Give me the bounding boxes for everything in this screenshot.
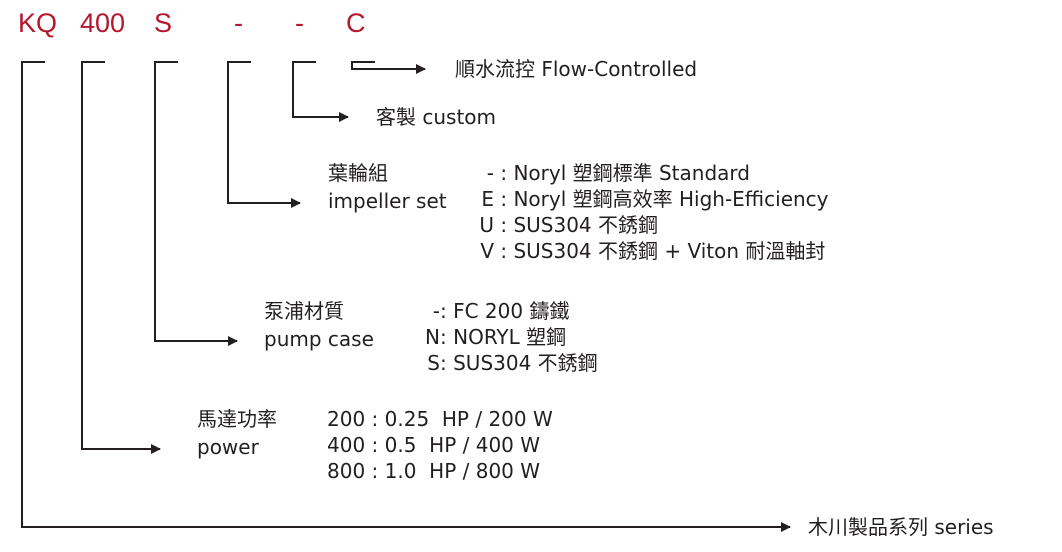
code-power: 400	[80, 8, 126, 38]
pump-case-label-zh: 泵浦材質	[264, 299, 344, 323]
impeller-options: - : Noryl 塑鋼標準 Standard E : Noryl 塑鋼高效率 …	[470, 160, 829, 264]
impeller-option: - : Noryl 塑鋼標準 Standard	[486, 161, 750, 185]
power-label-en: power	[197, 435, 259, 459]
connector-power	[81, 61, 161, 454]
power-options: 200 : 0.25 HP / 200 W 400 : 0.5 HP / 400…	[327, 406, 553, 484]
power-option: 800 : 1.0 HP / 800 W	[327, 459, 541, 483]
impeller-option: U : SUS304 不銹鋼	[479, 213, 659, 237]
connector-series	[21, 61, 791, 532]
impeller-option: E : Noryl 塑鋼高效率 High-Efficiency	[481, 187, 829, 211]
impeller-label-en: impeller set	[328, 189, 447, 213]
pump-case-option: -: FC 200 鑄鐵	[432, 299, 570, 323]
power-option: 200 : 0.25 HP / 200 W	[327, 407, 553, 431]
connector-pump-case	[154, 61, 238, 346]
power-option: 400 : 0.5 HP / 400 W	[327, 433, 541, 457]
code-flow-controlled: C	[346, 8, 366, 38]
pump-case-option: S: SUS304 不銹鋼	[427, 351, 598, 375]
pump-case-option: N: NORYL 塑鋼	[425, 325, 567, 349]
code-series: KQ	[18, 8, 58, 38]
impeller-option: V : SUS304 不銹鋼 + Viton 耐溫軸封	[480, 239, 826, 263]
connector-flow-controlled	[351, 61, 426, 74]
code-custom: -	[295, 8, 304, 38]
flow-controlled-label: 順水流控 Flow-Controlled	[455, 57, 698, 81]
power-label-zh: 馬達功率	[197, 407, 277, 431]
series-label: 木川製品系列 series	[808, 515, 994, 539]
pump-case-options: -: FC 200 鑄鐵 N: NORYL 塑鋼 S: SUS304 不銹鋼	[412, 298, 598, 376]
code-impeller: -	[234, 8, 243, 38]
custom-label: 客製 custom	[376, 105, 497, 129]
connector-impeller	[227, 61, 301, 208]
pump-case-label-en: pump case	[264, 327, 374, 351]
code-pump-case: S	[154, 8, 173, 38]
impeller-label-zh: 葉輪組	[328, 161, 388, 185]
connector-custom	[292, 61, 349, 122]
